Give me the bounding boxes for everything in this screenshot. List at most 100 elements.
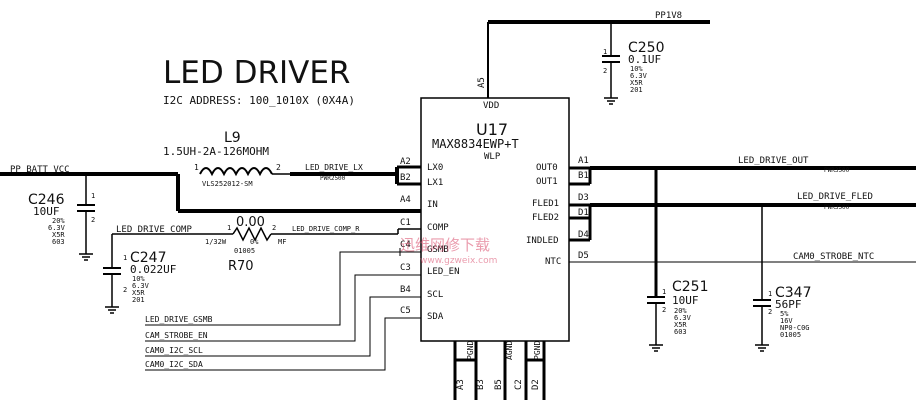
svg-text:NP0-C0G: NP0-C0G (780, 324, 810, 332)
svg-text:FLED1: FLED1 (532, 199, 559, 209)
svg-text:1: 1 (194, 163, 199, 172)
svg-text:16V: 16V (780, 317, 793, 325)
svg-text:PGND: PGND (533, 341, 542, 360)
svg-text:LED_EN: LED_EN (427, 267, 460, 277)
svg-text:0%: 0% (250, 238, 259, 246)
comp-net-label: LED_DRIVE_COMP (116, 225, 192, 235)
svg-text:D1: D1 (578, 208, 589, 218)
svg-text:GSMB: GSMB (427, 245, 449, 255)
svg-text:6.3V: 6.3V (48, 224, 66, 232)
i2c-address: I2C ADDRESS: 100_1010X (0X4A) (163, 94, 355, 107)
svg-text:B3: B3 (476, 379, 486, 390)
capacitor-c250: 1 2 C250 0.1UF 10% 6.3V X5R 201 (602, 22, 665, 105)
svg-text:OUT0: OUT0 (536, 163, 558, 173)
schematic-title: LED DRIVER (163, 55, 350, 91)
svg-text:LX0: LX0 (427, 163, 443, 173)
svg-text:D4: D4 (578, 230, 589, 240)
u17-left-pins: A2 LX0 B2 LX1 A4 IN C1 COMP C4 GSMB C3 L… (400, 157, 460, 322)
svg-text:X5R: X5R (674, 321, 687, 329)
out-net-label: LED_DRIVE_OUT (738, 156, 809, 166)
fled-net-label: LED_DRIVE_FLED (797, 192, 873, 202)
c246-value: 10UF (33, 205, 60, 218)
svg-text:COMP: COMP (427, 223, 449, 233)
svg-text:C3: C3 (400, 263, 411, 273)
svg-text:1: 1 (91, 192, 95, 200)
svg-text:A4: A4 (400, 195, 411, 205)
svg-text:CAM0_I2C_SCL: CAM0_I2C_SCL (145, 346, 203, 355)
svg-text:C1: C1 (400, 218, 411, 228)
svg-text:01005: 01005 (234, 247, 255, 255)
svg-text:PWR2500: PWR2500 (320, 175, 346, 182)
comp-r-label: LED_DRIVE_COMP_R (292, 225, 360, 233)
svg-text:B2: B2 (400, 173, 411, 183)
svg-text:C2: C2 (514, 379, 524, 390)
svg-text:1: 1 (662, 288, 666, 296)
svg-text:2: 2 (662, 306, 666, 314)
svg-text:2: 2 (123, 286, 127, 294)
svg-text:PGND: PGND (466, 341, 475, 360)
svg-text:X5R: X5R (630, 79, 643, 87)
svg-text:01005: 01005 (780, 331, 801, 339)
svg-text:SCL: SCL (427, 290, 443, 300)
ntc-net-label: CAM0_STROBE_NTC (793, 252, 874, 262)
capacitor-c251: 1 2 C251 10UF 20% 6.3V X5R 603 (647, 279, 709, 352)
l9-ref: L9 (224, 130, 241, 146)
svg-text:PWR3500: PWR3500 (824, 204, 850, 211)
c247-ref: C247 (130, 250, 167, 266)
u17-bottom-pins: PGND AGND PGND A3 B3 B5 C2 D2 (453, 341, 546, 400)
svg-text:A2: A2 (400, 157, 411, 167)
svg-text:OUT1: OUT1 (536, 177, 558, 187)
svg-text:1: 1 (603, 48, 607, 56)
svg-text:2: 2 (272, 224, 276, 232)
c247-value: 0.022UF (130, 263, 176, 276)
u17-part: MAX8834EWP+T (432, 137, 519, 151)
svg-text:1: 1 (768, 290, 772, 298)
svg-text:D3: D3 (578, 193, 589, 203)
svg-text:FLED2: FLED2 (532, 213, 559, 223)
l9-value: 1.5UH-2A-126MOHM (163, 145, 269, 158)
capacitor-c246: 1 2 C246 10UF 20% 6.3V X5R 603 (28, 192, 95, 261)
svg-text:1/32W: 1/32W (205, 238, 227, 246)
svg-text:1: 1 (227, 224, 231, 232)
svg-text:www.gzweix.com: www.gzweix.com (420, 256, 497, 266)
svg-text:603: 603 (674, 328, 687, 336)
u17-ref: U17 (476, 120, 508, 139)
u17-pkg: WLP (484, 152, 501, 162)
svg-text:X5R: X5R (52, 231, 65, 239)
svg-text:A3: A3 (456, 379, 466, 390)
r70-value: 0.00 (236, 215, 265, 230)
svg-text:2: 2 (276, 163, 281, 172)
svg-text:LED_DRIVE_GSMB: LED_DRIVE_GSMB (145, 315, 213, 324)
svg-text:LX1: LX1 (427, 178, 443, 188)
svg-text:B5: B5 (494, 379, 504, 390)
resistor-r70: 0.00 1 2 1/32W 0% MF 01005 R70 (205, 215, 398, 274)
r70-ref: R70 (228, 259, 254, 274)
c250-ref: C250 (628, 40, 665, 56)
svg-text:X5R: X5R (132, 289, 145, 297)
c250-value: 0.1UF (628, 53, 661, 66)
svg-text:IN: IN (427, 200, 438, 210)
c246-ref: C246 (28, 192, 65, 208)
svg-text:D2: D2 (531, 379, 541, 390)
svg-text:6.3V: 6.3V (132, 282, 150, 290)
capacitor-c247: 1 2 C247 0.022UF 10% 6.3V X5R 201 (103, 250, 176, 314)
svg-text:MF: MF (278, 238, 286, 246)
svg-text:SDA: SDA (427, 312, 444, 322)
vdd-pin-name: VDD (483, 101, 499, 111)
c347-value: 56PF (775, 298, 802, 311)
svg-text:C4: C4 (400, 240, 411, 250)
svg-text:PWR3500: PWR3500 (824, 167, 850, 174)
svg-text:CAM0_I2C_SDA: CAM0_I2C_SDA (145, 360, 203, 369)
c251-value: 10UF (672, 294, 699, 307)
svg-text:201: 201 (132, 296, 145, 304)
pp1v8-label: PP1V8 (655, 11, 682, 21)
svg-text:603: 603 (52, 238, 65, 246)
batt-label: PP_BATT_VCC (10, 165, 70, 175)
svg-text:NTC: NTC (545, 257, 561, 267)
svg-text:INDLED: INDLED (526, 236, 559, 246)
svg-text:2: 2 (603, 67, 607, 75)
svg-text:2: 2 (768, 308, 772, 316)
svg-text:D5: D5 (578, 251, 589, 261)
capacitor-c347: 1 2 C347 56PF 5% 16V NP0-C0G 01005 (753, 285, 812, 352)
vdd-pin-num: A5 (477, 77, 487, 88)
